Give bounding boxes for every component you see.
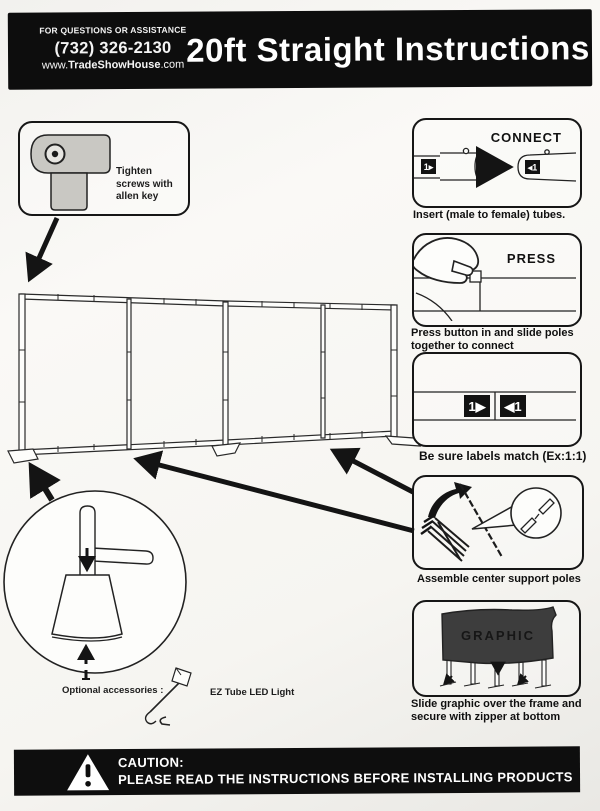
arrow-support-pole-2 xyxy=(329,447,415,495)
leg-arrow-right xyxy=(517,673,529,685)
press-illustration xyxy=(414,237,576,321)
allen-key-illustration xyxy=(30,134,111,211)
caution-bar: CAUTION: PLEASE READ THE INSTRUCTIONS BE… xyxy=(13,746,581,796)
pressing-finger xyxy=(451,259,474,277)
corner-connector-vertical xyxy=(50,172,88,211)
assemble-caption: Assemble center support poles xyxy=(417,573,581,585)
press-title: PRESS xyxy=(506,251,556,266)
phone-number: (732) 326-2130 xyxy=(54,38,172,58)
base-pole xyxy=(79,505,96,581)
labels-illustration: 1▶ ◀1 xyxy=(414,391,576,421)
frame-left-foot xyxy=(7,448,39,464)
website-domain: TradeShowHouse xyxy=(68,59,161,72)
led-light-label: EZ Tube LED Light xyxy=(210,687,295,698)
magnifier-circle xyxy=(510,487,562,539)
frame-tube-joints-bottom xyxy=(57,431,363,452)
base-arm xyxy=(91,547,154,565)
led-cord xyxy=(159,716,171,726)
svg-text:◂1: ◂1 xyxy=(527,163,538,173)
optional-accessories-label: Optional accessories : xyxy=(62,685,164,696)
graphic-fabric xyxy=(441,606,557,665)
svg-text:◀1: ◀1 xyxy=(503,399,521,414)
led-head xyxy=(171,667,192,687)
frame-tube-joints-top xyxy=(57,294,363,310)
magnifier-tail xyxy=(471,503,518,530)
graphic-panel-label: GRAPHIC xyxy=(461,628,535,643)
arrow-support-pole-1 xyxy=(133,450,415,534)
pole-bundle xyxy=(427,517,470,562)
frame-bottom-rail xyxy=(20,430,396,456)
graphic-caption: Slide graphic over the frame and secure … xyxy=(411,698,582,724)
frame-divider-1 xyxy=(126,298,132,450)
page-title: 20ft Straight Instructions xyxy=(186,29,590,69)
header-bar: FOR QUESTIONS OR ASSISTANCE (732) 326-21… xyxy=(7,9,593,90)
allen-key-box: Tighten screws with allen key xyxy=(18,121,190,216)
leg-arrow-left xyxy=(443,673,455,685)
allen-screw-center xyxy=(51,150,59,158)
frame-left-post xyxy=(18,293,26,457)
base-cone-rim xyxy=(51,636,123,642)
base-detail-circle xyxy=(3,490,187,680)
led-light-illustration xyxy=(144,667,192,726)
labels-caption: Be sure labels match (Ex:1:1) xyxy=(419,449,587,463)
base-cone xyxy=(51,574,123,639)
website-suffix: .com xyxy=(160,58,185,72)
frame-top-rail xyxy=(20,293,396,311)
connect-illustration: 1▸ ◂1 xyxy=(414,146,576,188)
contact-block: FOR QUESTIONS OR ASSISTANCE (732) 326-21… xyxy=(34,25,192,74)
assemble-box xyxy=(412,475,584,570)
frame-illustration xyxy=(7,293,422,464)
website: www.TradeShowHouse.com xyxy=(34,59,192,74)
graphic-illustration: GRAPHIC xyxy=(439,606,557,689)
svg-text:1▸: 1▸ xyxy=(424,162,434,172)
svg-text:1▶: 1▶ xyxy=(468,399,486,414)
pressing-hand xyxy=(414,237,480,284)
caution-message: PLEASE READ THE INSTRUCTIONS BEFORE INST… xyxy=(118,769,573,787)
connect-title: CONNECT xyxy=(490,130,562,145)
press-button xyxy=(469,270,482,283)
corner-connector-horizontal xyxy=(30,134,111,174)
connect-box: CONNECT 1▸ ◂1 xyxy=(412,118,582,208)
frame-center-foot xyxy=(211,442,242,457)
website-prefix: www. xyxy=(41,59,69,72)
frame-right-post xyxy=(390,304,398,438)
led-clamp xyxy=(144,711,157,725)
curved-arrow-hatches xyxy=(420,513,436,535)
connect-caption: Insert (male to female) tubes. xyxy=(413,209,566,221)
match-right-tag xyxy=(500,395,526,417)
arrow-base-to-foot xyxy=(28,461,61,502)
connect-right-tag xyxy=(525,160,540,174)
curved-arrow xyxy=(428,482,472,518)
caution-text: CAUTION: PLEASE READ THE INSTRUCTIONS BE… xyxy=(118,752,573,789)
assemble-illustration xyxy=(420,482,562,562)
allen-key-caption: Tighten screws with allen key xyxy=(116,166,173,202)
press-box: PRESS xyxy=(412,233,582,327)
frame-divider-2 xyxy=(320,304,326,439)
base-pole-stub xyxy=(82,579,93,593)
long-support-pole xyxy=(459,483,503,558)
press-caption: Press button in and slide poles together… xyxy=(411,327,574,353)
frame-legs xyxy=(439,659,552,689)
connect-left-tag xyxy=(421,159,436,174)
graphic-box: GRAPHIC xyxy=(412,600,581,697)
warning-icon xyxy=(67,754,110,791)
arrow-allen-to-frame xyxy=(25,216,60,283)
match-left-tag xyxy=(464,395,490,417)
magnified-pole-joint xyxy=(520,498,555,534)
frame-tube-joints-vertical xyxy=(19,349,397,403)
labels-box: 1▶ ◀1 xyxy=(412,352,582,447)
assistance-line: FOR QUESTIONS OR ASSISTANCE xyxy=(39,24,187,36)
frame-center-post xyxy=(222,301,229,446)
